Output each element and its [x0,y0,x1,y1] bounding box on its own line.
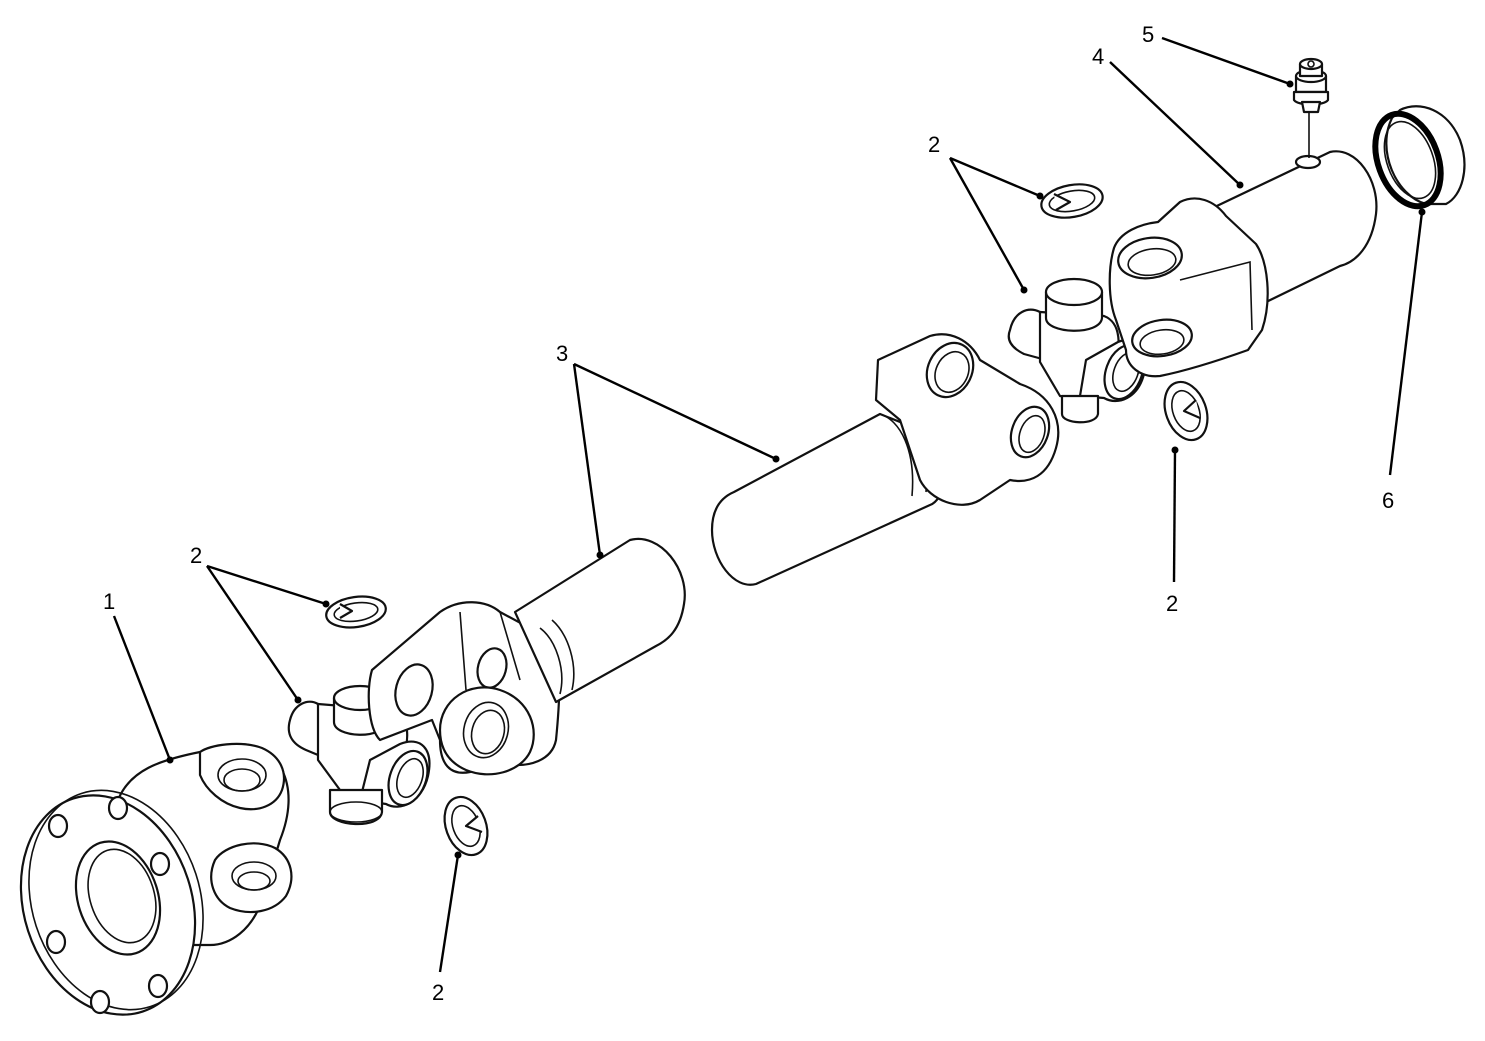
callout-2-upper-left: 2 [190,543,202,568]
callout-2-upper-right: 2 [928,132,940,157]
callout-1: 1 [103,589,115,614]
tube-yoke-right [874,333,1060,506]
snap-ring-upper-right [1040,183,1104,219]
callout-labels: 1 2 2 3 2 2 4 5 6 [103,22,1394,1005]
snap-ring-upper-left [325,595,387,629]
flange-yoke [19,742,293,1016]
callout-4: 4 [1092,44,1104,69]
callout-6: 6 [1382,488,1394,513]
shaft-tube-left-segment [513,537,686,704]
callout-2-lower-right: 2 [1166,591,1178,616]
tube-yoke-left [367,601,561,776]
callout-5: 5 [1142,22,1154,47]
seal-ring [1372,105,1466,210]
leader-lines [112,36,1426,973]
slip-yoke [1108,150,1378,378]
snap-ring-lower-left [443,795,489,857]
grease-fitting [1292,57,1330,158]
callout-2-lower-left: 2 [432,980,444,1005]
snap-ring-lower-right [1163,380,1209,442]
callout-3: 3 [556,341,568,366]
